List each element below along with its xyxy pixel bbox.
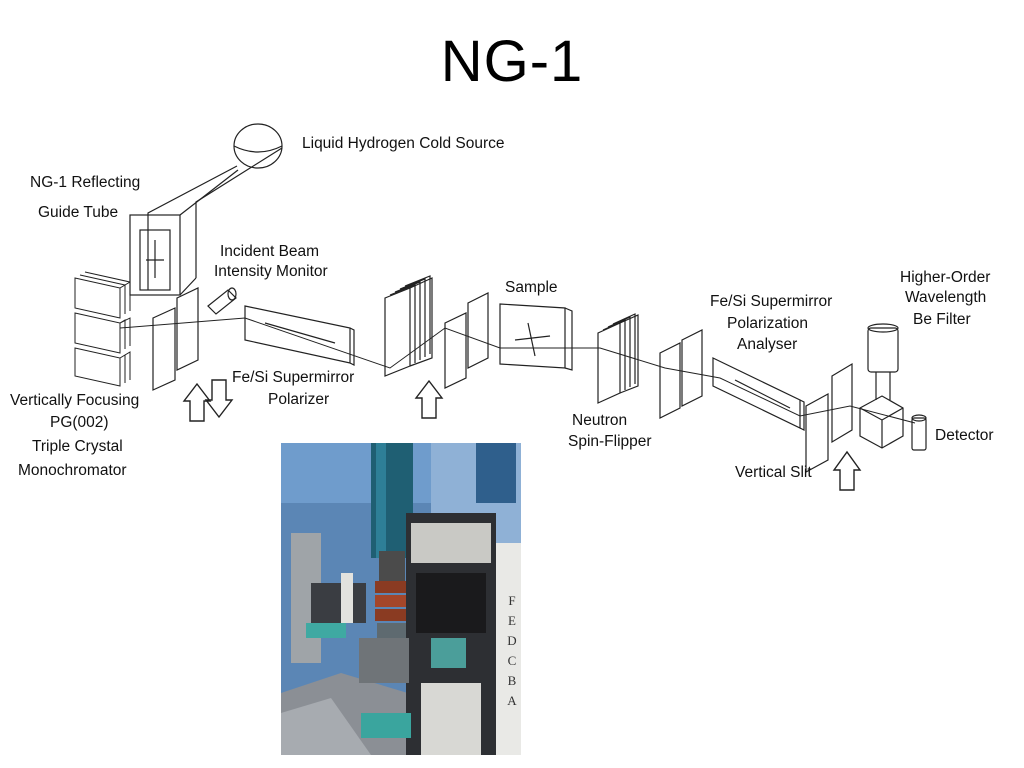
vertical-slit-icon bbox=[805, 362, 853, 474]
label-filter-2: Wavelength bbox=[905, 289, 986, 306]
spin-flipper-2-icon bbox=[597, 313, 639, 404]
label-guide-tube-1: NG-1 Reflecting bbox=[30, 174, 140, 191]
analyser-icon bbox=[712, 357, 805, 431]
be-filter-icon bbox=[859, 323, 904, 449]
rack-letter: A bbox=[507, 693, 517, 708]
label-polarizer-1: Fe/Si Supermirror bbox=[232, 369, 354, 386]
slit-pair-3 bbox=[659, 329, 703, 419]
label-detector: Detector bbox=[935, 427, 994, 444]
polarizer-icon bbox=[244, 305, 355, 366]
slide-title: NG-1 bbox=[440, 29, 584, 94]
detector-icon bbox=[911, 414, 927, 451]
rack-letter: E bbox=[508, 613, 516, 628]
rack-letter: C bbox=[507, 653, 517, 668]
label-sample: Sample bbox=[505, 279, 558, 296]
label-monitor-2: Intensity Monitor bbox=[214, 263, 328, 280]
slit-pair-1 bbox=[152, 287, 199, 391]
intensity-monitor-icon bbox=[207, 287, 237, 315]
beam-path bbox=[119, 317, 916, 424]
rack-letters: F E D C B A bbox=[503, 591, 521, 711]
label-analyser-1: Fe/Si Supermirror bbox=[710, 293, 832, 310]
instrument-photo: F E D C B A bbox=[281, 443, 521, 755]
instrument-schematic: Liquid Hydrogen Cold Source NG-1 Reflect… bbox=[10, 123, 994, 491]
monochromator-icon bbox=[74, 271, 131, 387]
label-analyser-3: Analyser bbox=[737, 336, 797, 353]
label-mono-3: Triple Crystal bbox=[32, 438, 123, 455]
rack-letter: B bbox=[507, 673, 517, 688]
label-cold-source: Liquid Hydrogen Cold Source bbox=[302, 135, 504, 152]
sample-icon bbox=[499, 303, 573, 371]
label-analyser-2: Polarization bbox=[727, 315, 808, 332]
cold-source-icon bbox=[233, 123, 283, 169]
label-filter-1: Higher-Order bbox=[900, 269, 990, 286]
translation-arrows bbox=[182, 379, 862, 491]
rack-letter: D bbox=[507, 633, 517, 648]
spin-flipper-1-icon bbox=[384, 275, 433, 377]
label-mono-4: Monochromator bbox=[18, 462, 127, 479]
label-vertical-slit: Vertical Slit bbox=[735, 464, 812, 481]
rack-letter: F bbox=[508, 593, 516, 608]
slit-pair-2 bbox=[444, 292, 489, 389]
label-polarizer-2: Polarizer bbox=[268, 391, 329, 408]
label-mono-2: PG(002) bbox=[50, 414, 109, 431]
label-flipper-1: Neutron bbox=[572, 412, 627, 429]
label-flipper-2: Spin-Flipper bbox=[568, 433, 652, 450]
guide-tube-icon bbox=[129, 147, 283, 296]
label-mono-1: Vertically Focusing bbox=[10, 392, 139, 409]
label-guide-tube-2: Guide Tube bbox=[38, 204, 118, 221]
label-monitor-1: Incident Beam bbox=[220, 243, 319, 260]
label-filter-3: Be Filter bbox=[913, 311, 971, 328]
